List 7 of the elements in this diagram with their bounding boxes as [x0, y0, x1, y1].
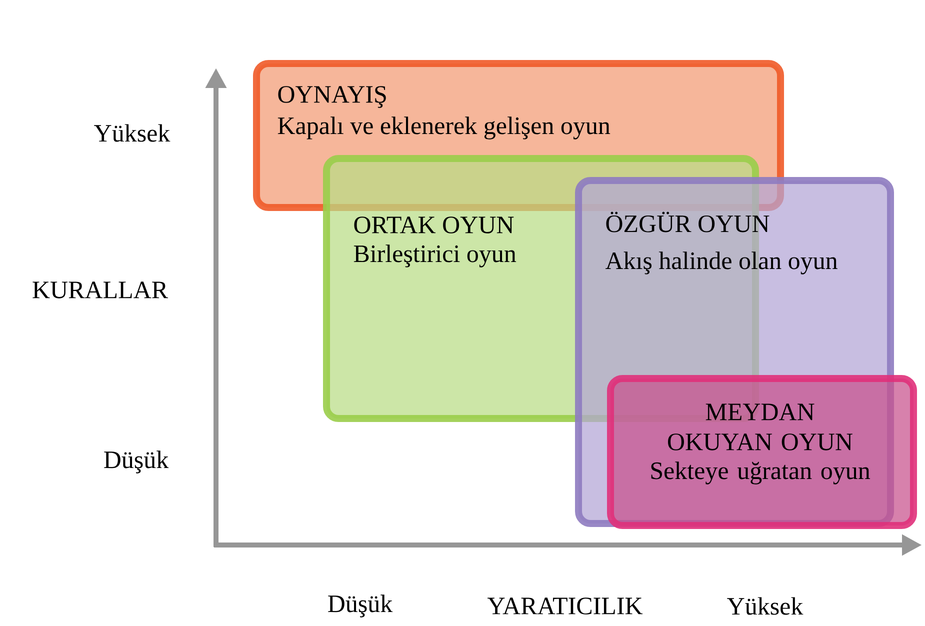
- play-type-box: MEYDAN OKUYAN OYUN Sekteye uğratan oyun: [607, 375, 918, 529]
- axis-label: Düşük: [104, 450, 169, 474]
- axis-label: Yüksek: [727, 597, 804, 615]
- axis-label: Düşük: [328, 594, 393, 618]
- axis-label: YARATICILIK: [488, 598, 643, 614]
- axis-label: Yüksek: [94, 124, 170, 142]
- axis-label: KURALLAR: [32, 282, 168, 298]
